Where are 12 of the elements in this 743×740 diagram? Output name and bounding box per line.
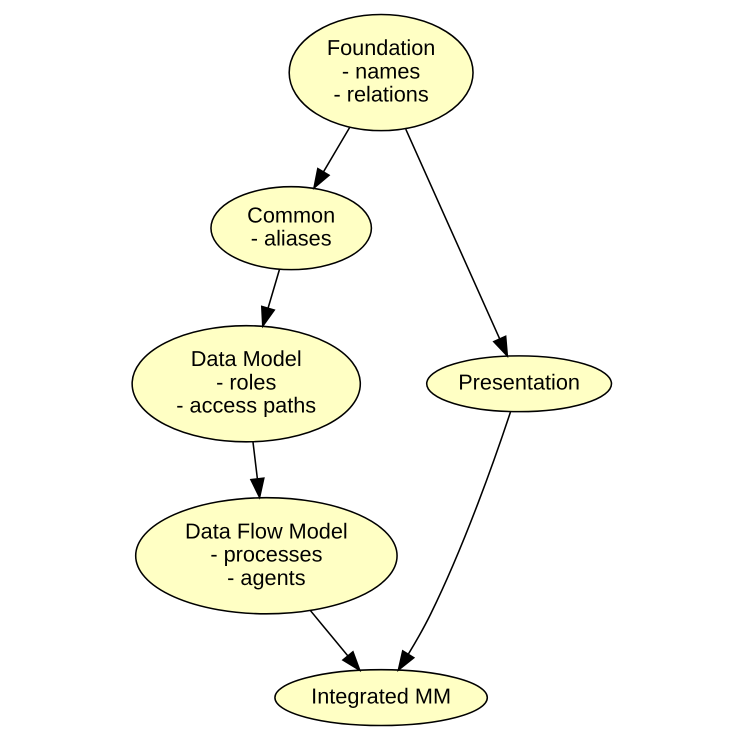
arrow (404, 128, 508, 358)
node-ellipse: Common - aliases (210, 186, 372, 270)
arrow (249, 442, 264, 500)
arrow (312, 127, 350, 190)
node-ellipse: Integrated MM (274, 668, 488, 726)
arrow (309, 610, 361, 672)
node-ellipse: Presentation (425, 355, 612, 412)
arrow (260, 269, 280, 328)
node-ellipse: Data Model - roles - access paths (130, 324, 361, 443)
arrow (396, 412, 511, 672)
node-ellipse: Foundation - names - relations (288, 14, 474, 132)
node-ellipse: Data Flow Model - processes - agents (134, 496, 398, 615)
